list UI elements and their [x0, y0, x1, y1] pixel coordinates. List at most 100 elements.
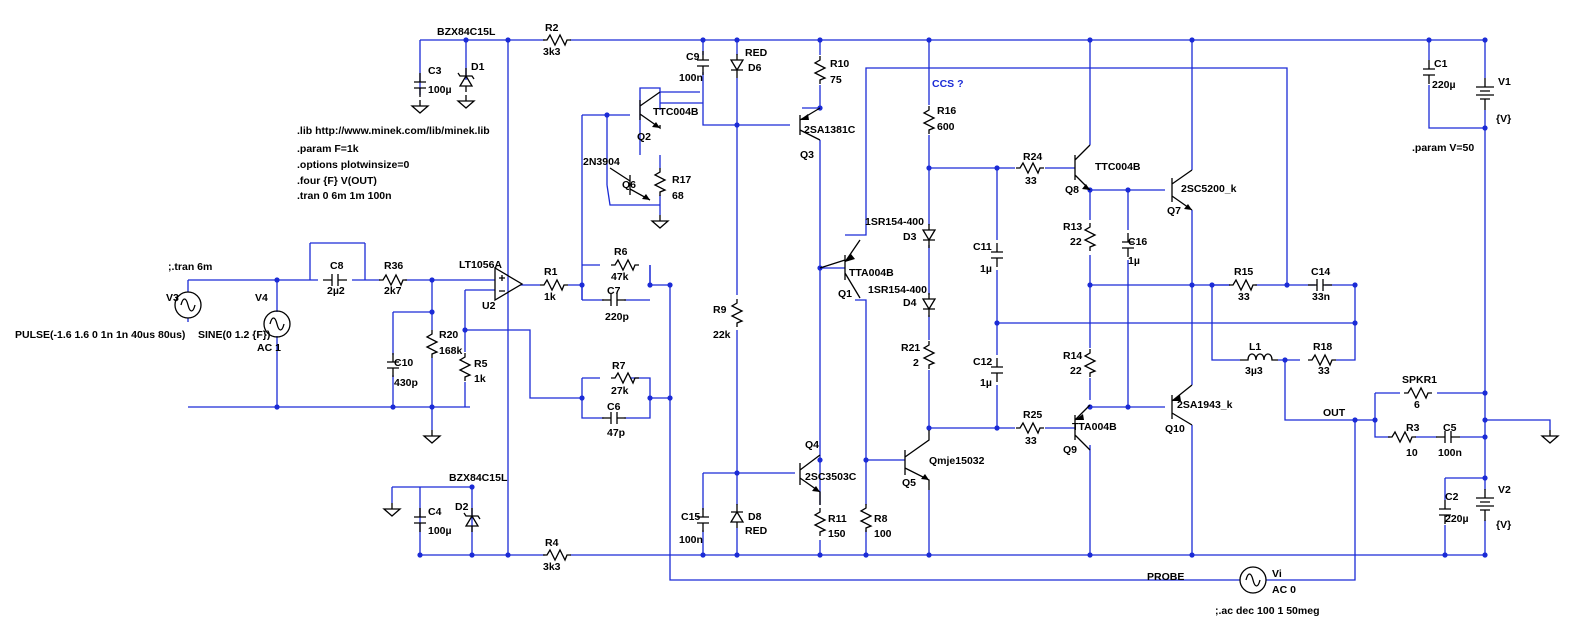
- q6-model: 2N3904: [583, 156, 620, 168]
- spkr-name: SPKR1: [1402, 374, 1437, 386]
- c1-value: 220µ: [1432, 79, 1456, 91]
- c11-name: C11: [973, 241, 992, 253]
- q6-name: Q6: [622, 179, 636, 191]
- q10-name: Q10: [1165, 423, 1185, 435]
- q4-name: Q4: [805, 439, 819, 451]
- r10-value: 75: [830, 74, 842, 86]
- q8-name: Q8: [1065, 184, 1079, 196]
- c9-value: 100n: [679, 72, 703, 84]
- c15-value: 100n: [679, 534, 703, 546]
- q7-model: 2SC5200_k: [1181, 183, 1237, 195]
- q3-name: Q3: [800, 149, 814, 161]
- r18-name: R18: [1313, 341, 1332, 353]
- v1-value: {V}: [1496, 113, 1511, 125]
- r7-name: R7: [612, 360, 626, 372]
- c10-value: 430p: [394, 377, 418, 389]
- c9-name: C9: [686, 51, 700, 63]
- l1-value: 3µ3: [1245, 365, 1263, 377]
- r24-value: 33: [1025, 175, 1037, 187]
- q2-name: Q2: [637, 131, 651, 143]
- v1-name: V1: [1498, 76, 1511, 88]
- v4-ac: AC 1: [257, 342, 281, 354]
- r2-value: 3k3: [543, 46, 561, 58]
- directive-lib: .lib http://www.minek.com/lib/minek.lib: [297, 125, 490, 137]
- q4-model: 2SC3503C: [805, 471, 857, 483]
- r10-name: R10: [830, 58, 849, 70]
- r15-value: 33: [1238, 291, 1250, 303]
- directive-text: .lib http://www.minek.com/lib/minek.lib …: [168, 78, 1474, 617]
- q1-model: TTA004B: [849, 267, 894, 279]
- r14-name: R14: [1063, 350, 1082, 362]
- r25-name: R25: [1023, 409, 1042, 421]
- v4-value: SINE(0 1.2 {F}): [198, 329, 270, 341]
- r5-name: R5: [474, 358, 488, 370]
- v4-name: V4: [255, 292, 268, 304]
- r11-value: 150: [828, 528, 846, 540]
- r3-value: 10: [1406, 447, 1418, 459]
- r36-name: R36: [384, 260, 403, 272]
- d8-model: RED: [745, 525, 768, 537]
- c12-name: C12: [973, 356, 992, 368]
- v2-value: {V}: [1496, 519, 1511, 531]
- c2-name: C2: [1445, 491, 1459, 503]
- c5-name: C5: [1443, 422, 1457, 434]
- r20-name: R20: [439, 329, 458, 341]
- source-labels: V3 PULSE(-1.6 1.6 0 1n 1n 40us 80us) V4 …: [15, 76, 1511, 596]
- c14-value: 33n: [1312, 291, 1330, 303]
- r11-name: R11: [828, 513, 847, 525]
- d8-name: D8: [748, 511, 762, 523]
- c16-name: C16: [1128, 236, 1147, 248]
- r4-value: 3k3: [543, 561, 561, 573]
- d4-name: D4: [903, 297, 917, 309]
- net-probe: PROBE: [1147, 571, 1184, 583]
- spkr-value: 6: [1414, 399, 1420, 411]
- d6-name: D6: [748, 62, 762, 74]
- d2-model: BZX84C15L: [449, 472, 508, 484]
- q5-model: Qmje15032: [929, 455, 985, 467]
- c1-name: C1: [1434, 58, 1448, 70]
- r9-value: 22k: [713, 329, 731, 341]
- l1-name: L1: [1249, 341, 1261, 353]
- q2-model: TTC004B: [653, 106, 699, 118]
- r16-value: 600: [937, 121, 955, 133]
- d1-model: BZX84C15L: [437, 26, 496, 38]
- q10-model: 2SA1943_k: [1177, 399, 1233, 411]
- c8-name: C8: [330, 260, 344, 272]
- r1-value: 1k: [544, 291, 556, 303]
- d4-model: 1SR154-400: [868, 284, 927, 296]
- wires: [187, 39, 1551, 581]
- r20-value: 168k: [439, 345, 463, 357]
- r8-name: R8: [874, 513, 888, 525]
- r3-name: R3: [1406, 422, 1420, 434]
- r36-value: 2k7: [384, 285, 402, 297]
- c8-value: 2µ2: [327, 285, 345, 297]
- u2-name: U2: [482, 300, 496, 312]
- q3-model: 2SA1381C: [804, 124, 856, 136]
- v3-name: V3: [166, 292, 179, 304]
- c7-value: 220p: [605, 311, 629, 323]
- r7-value: 27k: [611, 385, 629, 397]
- r17-value: 68: [672, 190, 684, 202]
- d6-model: RED: [745, 47, 768, 59]
- c6-value: 47p: [607, 427, 625, 439]
- directive-param-v: .param V=50: [1412, 142, 1474, 154]
- r1-name: R1: [544, 266, 558, 278]
- c3-name: C3: [428, 65, 442, 77]
- q7-name: Q7: [1167, 205, 1181, 217]
- net-out: OUT: [1323, 407, 1346, 419]
- part-labels: BZX84C15L D1 C3 100µ R2 3k3 BZX84C15L D2…: [327, 22, 1469, 573]
- directive-four: .four {F} V(OUT): [297, 175, 377, 187]
- r16-name: R16: [937, 105, 956, 117]
- components: [174, 34, 1559, 594]
- vi-value: AC 0: [1272, 584, 1296, 596]
- u2-model: LT1056A: [459, 259, 502, 271]
- directive-param-f: .param F=1k: [297, 143, 359, 155]
- q9-model: TTA004B: [1072, 421, 1117, 433]
- c5-value: 100n: [1438, 447, 1462, 459]
- r21-name: R21: [901, 342, 920, 354]
- r21-value: 2: [913, 357, 919, 369]
- q8-model: TTC004B: [1095, 161, 1141, 173]
- r25-value: 33: [1025, 435, 1037, 447]
- r6-name: R6: [614, 246, 628, 258]
